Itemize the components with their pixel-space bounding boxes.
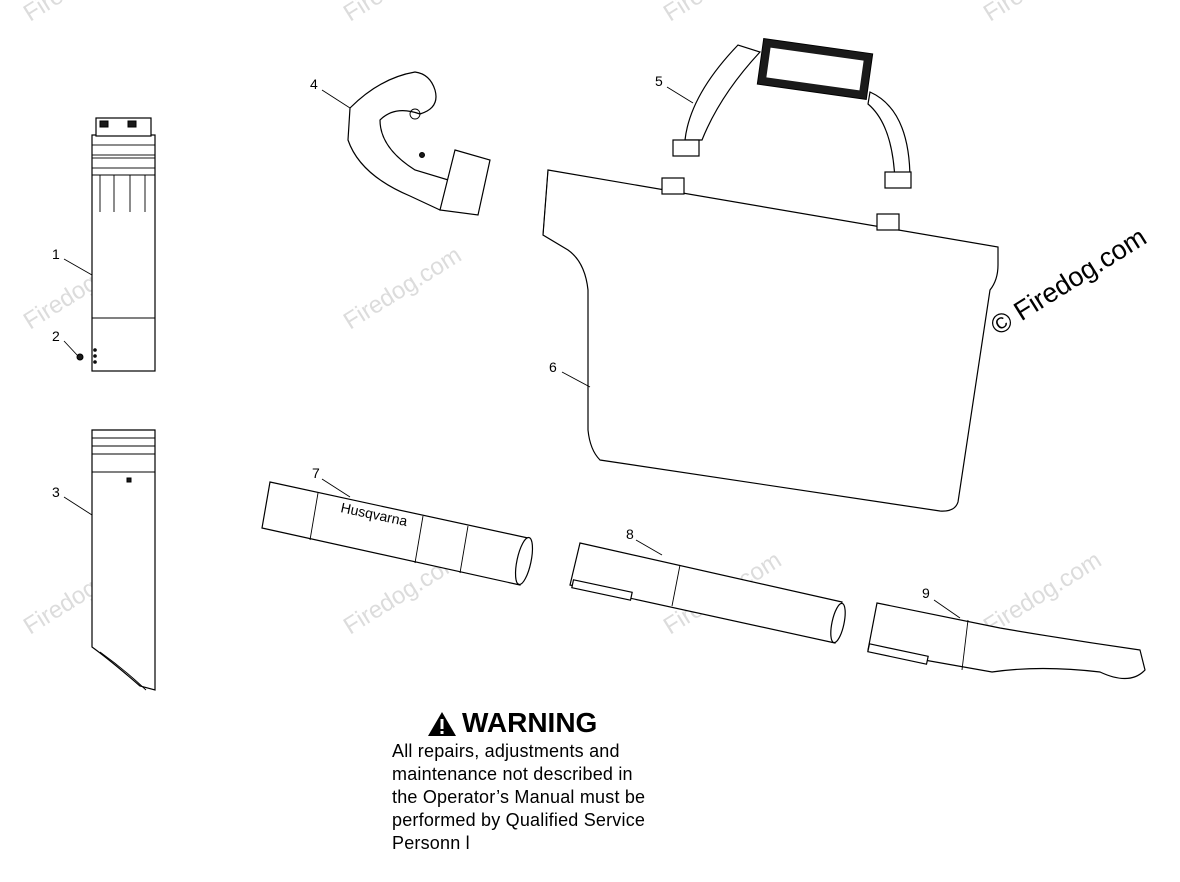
callout-3: 3 xyxy=(52,484,60,500)
part-4-elbow xyxy=(347,71,491,216)
part-7-husqvarna-tube: Husqvarna xyxy=(261,481,534,586)
part-8-blower-tube xyxy=(569,542,846,644)
part-9-curved-nozzle xyxy=(867,602,1146,680)
callout-4: 4 xyxy=(310,76,318,92)
callout-9: 9 xyxy=(922,585,930,601)
callout-2: 2 xyxy=(52,328,60,344)
watermark-text: Firedog.com xyxy=(19,0,146,27)
callout-5: 5 xyxy=(655,73,663,89)
warning-triangle-icon xyxy=(428,712,456,736)
part-3-nozzle xyxy=(91,429,156,691)
leader-lines xyxy=(63,86,961,619)
part-1-upper-tube xyxy=(91,117,156,372)
part-5-strap xyxy=(672,38,912,189)
warning-title: WARNING xyxy=(462,707,598,738)
warning-text: All repairs, adjustments and maintenance… xyxy=(392,741,646,853)
callout-8: 8 xyxy=(626,526,634,542)
watermark-text: Firedog.com xyxy=(339,242,466,336)
part-2-screw xyxy=(76,353,84,361)
watermark-text: Firedog.com xyxy=(979,0,1106,27)
watermark-text: Firedog.com xyxy=(339,0,466,27)
part-6-bag xyxy=(542,169,999,512)
watermark-text: Firedog.com xyxy=(659,0,786,27)
warning-notice: WARNING All repairs, adjustments and mai… xyxy=(392,708,712,855)
callout-6: 6 xyxy=(549,359,557,375)
callout-labels: 1 2 3 4 5 6 7 8 9 xyxy=(52,73,930,601)
watermark-text: Firedog.com xyxy=(979,547,1106,641)
watermark-primary: © Firedog.com xyxy=(985,222,1151,341)
callout-1: 1 xyxy=(52,246,60,262)
callout-7: 7 xyxy=(312,465,320,481)
